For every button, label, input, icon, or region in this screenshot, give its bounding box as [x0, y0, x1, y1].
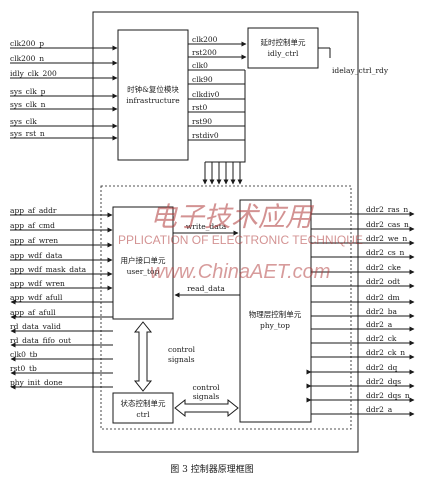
clock-reset-bus — [205, 70, 246, 163]
figure-caption: 图 3 控制器原理框图 — [170, 463, 253, 475]
control-signals-vertical-arrow — [133, 321, 153, 392]
ddr2-label-ddr2-ras-n: ddr2_ras_n — [366, 205, 408, 214]
user-top-block-name: user_top — [127, 267, 160, 276]
infra-output-label-rst0: rst0 — [192, 103, 207, 112]
infrastructure-block-name: infrastructure — [126, 96, 180, 105]
signal-label-sys-clk-p: sys_clk_p — [10, 87, 46, 96]
signal-label-rd-data-fifo-out: rd_data_fifo_out — [10, 336, 71, 345]
ctrl-block-title: 状态控制单元 — [121, 398, 166, 408]
ddr2-label-ddr2-dqs-n: ddr2_dqs_n — [366, 391, 410, 400]
ddr2-label-ddr2-ck: ddr2_ck — [366, 334, 397, 343]
signal-label-clk200-p: clk200_p — [10, 39, 44, 48]
phy-top-block-name: phy_top — [260, 321, 290, 330]
signal-label-app-af-wren: app_af_wren — [10, 236, 58, 245]
control-signals-label-1b: signals — [168, 355, 195, 364]
infra-output-label-rstdiv0: rstdiv0 — [192, 131, 219, 140]
ddr2-label-ddr2-dqs: ddr2_dqs — [366, 377, 401, 386]
infrastructure-block-title: 时钟&复位模块 — [127, 84, 179, 94]
signal-label-sys-clk-n: sys_clk_n — [10, 100, 46, 109]
read-data-label: read_data — [187, 284, 225, 293]
signal-label-app-wdf-mask-data: app_wdf_mask_data — [10, 265, 87, 274]
signal-label-rst0-tb: rst0_tb — [10, 364, 37, 373]
ctrl-block — [112, 392, 174, 424]
signal-label-idly-clk-200: idly_clk_200 — [10, 69, 57, 78]
infra-output-label-rst90: rst90 — [192, 117, 212, 126]
mem-controller-region — [100, 185, 352, 430]
signal-label-rd-data-valid: rd_data_valid — [10, 322, 61, 331]
control-signals-horizontal-arrow — [174, 398, 239, 418]
ddr2-label-ddr2-cs-n: ddr2_cs_n — [366, 248, 405, 257]
infra-output-label-clkdiv0: clkdiv0 — [192, 90, 220, 99]
ctrl-block-name: ctrl — [136, 410, 150, 419]
watermark-title: 电子技术应用 — [150, 202, 315, 233]
signal-label-app-af-cmd: app_af_cmd — [10, 221, 55, 230]
outer-frame — [92, 11, 359, 453]
watermark-url: www.ChinaAET.com — [150, 261, 330, 283]
control-signals-label-2a: control — [192, 383, 220, 392]
ddr2-label-ddr2-we-n: ddr2_we_n — [366, 234, 407, 243]
signal-label-app-wdf-data: app_wdf_data — [10, 251, 63, 260]
user-top-block-title: 用户接口单元 — [121, 255, 166, 265]
ddr2-label-ddr2-odt: ddr2_odt — [366, 277, 400, 286]
idly-ctrl-block-name: idly_ctrl — [268, 49, 299, 58]
control-signals-label-1a: control — [168, 345, 196, 354]
ddr2-label-ddr2-cke: ddr2_cke — [366, 263, 401, 272]
signal-label-app-af-addr: app_af_addr — [10, 206, 57, 215]
signal-label-clk200-n: clk200_n — [10, 54, 44, 63]
signal-label-phy-init-done: phy_init_done — [10, 378, 63, 387]
infrastructure-block — [117, 29, 189, 161]
watermark-subtitle: PPLICATION OF ELECTRONIC TECHNIQUE — [118, 233, 363, 247]
signal-label-clk0-tb: clk0_tb — [10, 350, 38, 359]
signal-label-sys-clk: sys_clk — [10, 117, 37, 126]
signal-label-app-wdf-wren: app_wdf_wren — [10, 279, 65, 288]
infra-output-label-clk90: clk90 — [192, 75, 213, 84]
ddr2-label-ddr2-dm: ddr2_dm — [366, 293, 400, 302]
ddr2-label-ddr2-cas-n: ddr2_cas_n — [366, 220, 409, 229]
ddr2-label-ddr2-dq: ddr2_dq — [366, 363, 398, 372]
infra-output-label-clk200: clk200 — [192, 35, 218, 44]
infra-output-label-clk0: clk0 — [192, 61, 208, 70]
signal-label-sys-rst-n: sys_rst_n — [10, 129, 45, 138]
phy-top-block — [239, 199, 312, 423]
ddr2-label-ddr2-a: ddr2_a — [366, 320, 393, 329]
signal-label-app-af-afull: app_af_afull — [10, 308, 56, 317]
infra-output-label-rst200: rst200 — [192, 48, 217, 57]
ddr2-label-ddr2-ba: ddr2_ba — [366, 307, 398, 316]
signal-label-app-wdf-afull: app_wdf_afull — [10, 293, 63, 302]
write-data-label: write_data — [186, 222, 227, 231]
control-signals-label-2b: signals — [193, 392, 220, 401]
idly-ctrl-block-title: 延时控制单元 — [261, 37, 306, 47]
user-top-block — [112, 206, 174, 320]
idly-ctrl-block — [247, 27, 319, 69]
phy-top-block-title: 物理层控制单元 — [249, 309, 302, 319]
publisher-watermark: 电子技术应用 PPLICATION OF ELECTRONIC TECHNIQU… — [118, 202, 363, 283]
ddr2-label-ddr2-a: ddr2_a — [366, 405, 393, 414]
idelay-ctrl-rdy-label: idelay_ctrl_rdy — [332, 66, 389, 75]
ddr2-label-ddr2-ck-n: ddr2_ck_n — [366, 348, 405, 357]
